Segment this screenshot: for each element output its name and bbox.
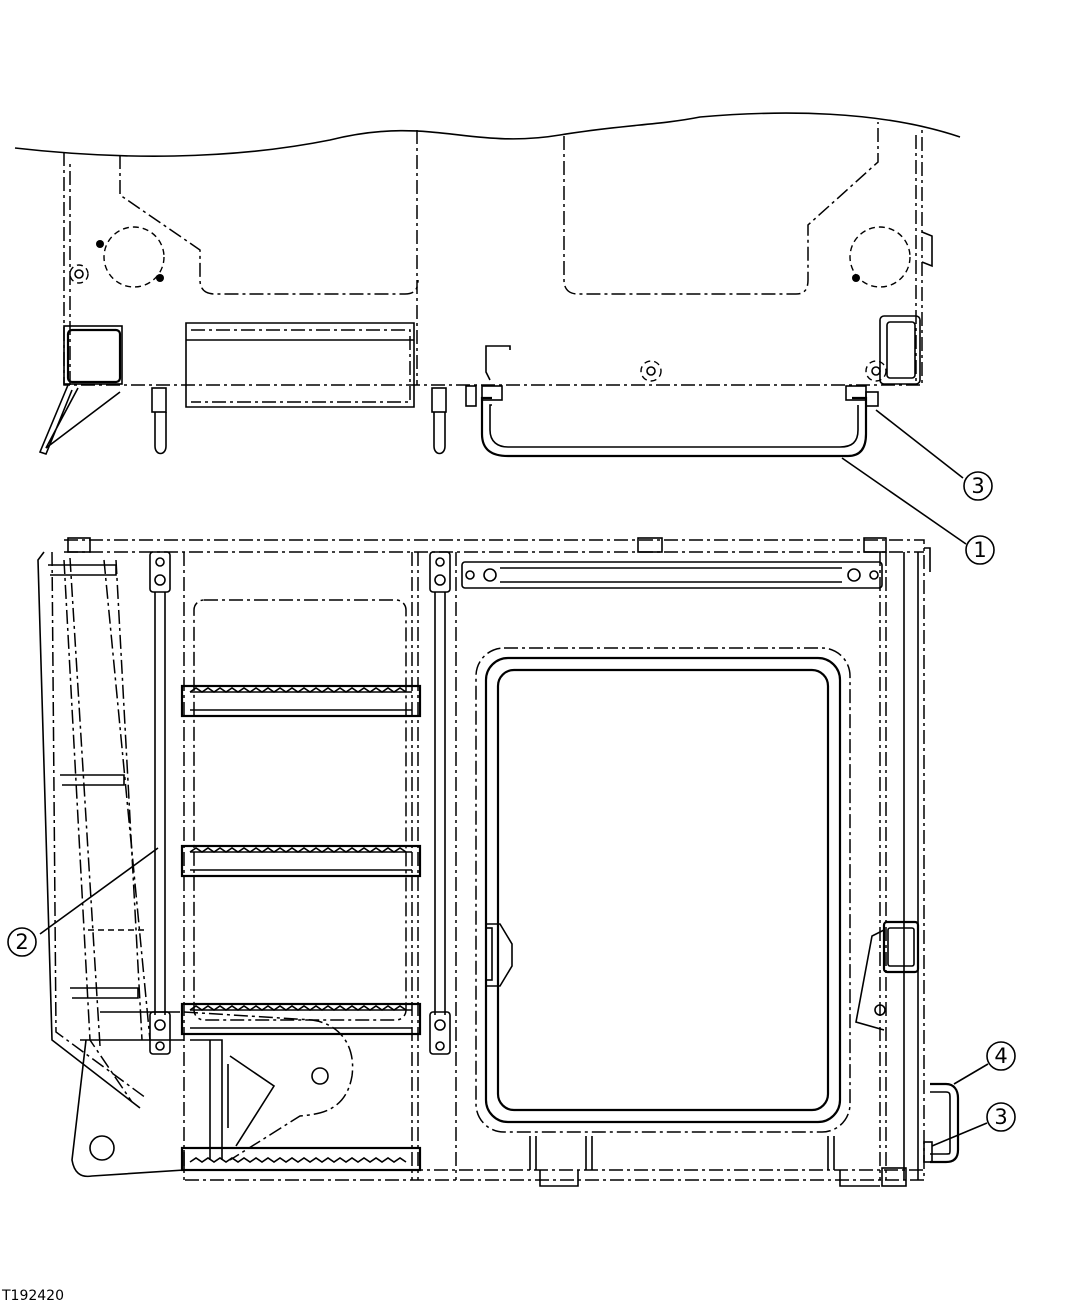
lower-left-bracket	[71, 1011, 354, 1178]
bottom-view	[37, 537, 960, 1187]
leader-3-bottom	[931, 1122, 988, 1147]
pin-center	[431, 387, 447, 455]
top-view	[14, 112, 961, 458]
left-access-ladder	[37, 551, 180, 1109]
right-panel-cutout	[563, 122, 879, 295]
leader-3-top	[875, 409, 964, 479]
ladder-rod-right	[429, 551, 451, 1055]
bolt-icon	[96, 240, 860, 282]
frame-outline	[63, 128, 923, 386]
leader-1	[841, 457, 967, 545]
svg-text:2: 2	[15, 930, 28, 954]
frame-outline-bottom	[64, 539, 925, 1181]
step-tread	[180, 684, 422, 718]
pin-left	[151, 387, 167, 455]
callout-2: 2	[7, 927, 37, 957]
left-box	[66, 328, 122, 384]
window-panel	[475, 647, 851, 1133]
callout-4: 4	[986, 1041, 1016, 1071]
leader-2	[39, 847, 159, 935]
handrail	[480, 396, 868, 458]
left-slanted-step	[38, 384, 121, 455]
top-crossbar	[461, 561, 883, 589]
svg-text:3: 3	[994, 1105, 1007, 1129]
leader-4	[953, 1063, 989, 1085]
svg-text:3: 3	[971, 474, 984, 498]
svg-text:4: 4	[994, 1044, 1007, 1068]
hidden-hole-left	[103, 226, 165, 288]
hidden-hole-right	[849, 226, 911, 288]
step-tread	[180, 1146, 422, 1172]
step-tread	[180, 1002, 422, 1036]
center-trough	[185, 322, 415, 408]
callout-3-top: 3	[963, 471, 993, 501]
svg-text:1: 1	[973, 538, 986, 562]
right-bracket	[855, 920, 920, 1187]
side-handrail	[923, 1082, 960, 1164]
ladder-rod-left	[149, 551, 171, 1055]
figure-id: T192420	[2, 1288, 64, 1304]
left-panel-cutout	[119, 155, 419, 295]
step-tread	[180, 844, 422, 878]
callout-1: 1	[965, 535, 995, 565]
break-line	[14, 112, 961, 157]
callout-3-bottom: 3	[986, 1102, 1016, 1132]
